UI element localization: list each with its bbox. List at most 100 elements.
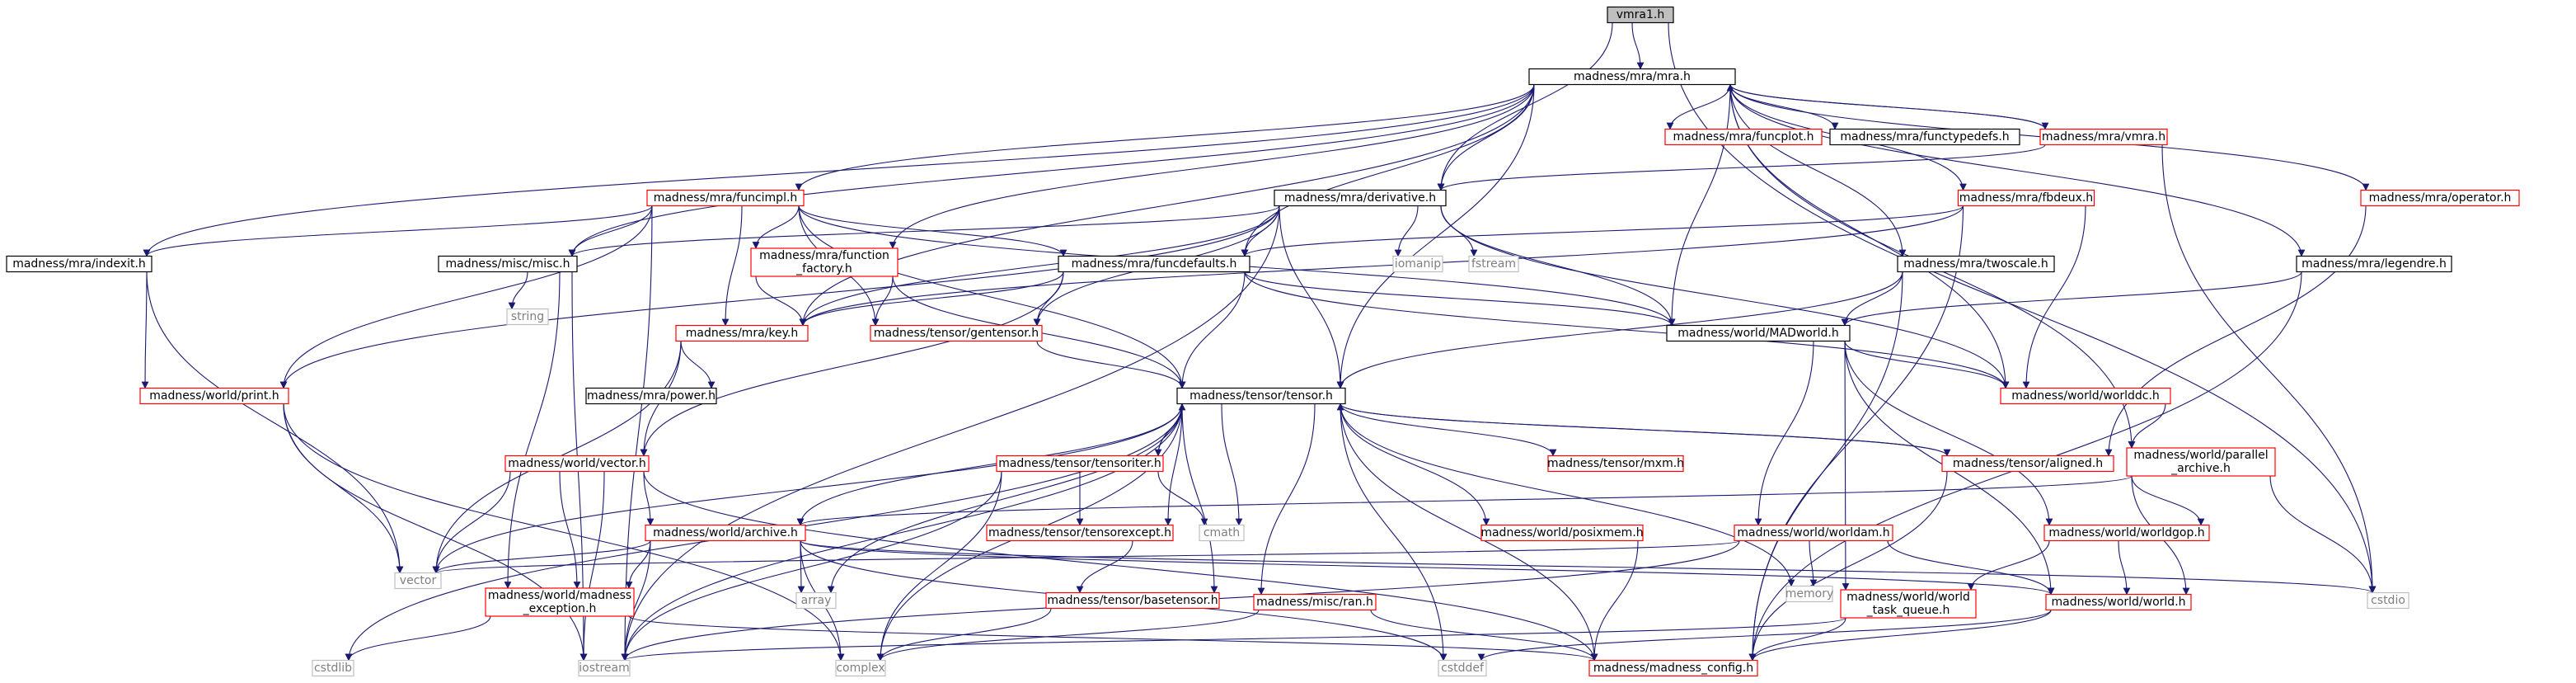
edge-archive-to-vector: [432, 540, 651, 574]
edge-print-to-iostream: [283, 403, 588, 662]
node-misc[interactable]: madness/misc/misc.h: [438, 255, 578, 273]
edge-parallel-archive-to-cstdio: [2269, 475, 2377, 594]
edge-layer: [141, 22, 2377, 662]
edge-mra-to-funcimpl: [795, 84, 1535, 191]
node-madness-exception[interactable]: madness/world/madness_exception.h: [485, 587, 635, 617]
node-gentensor[interactable]: madness/tensor/gentensor.h: [870, 324, 1043, 342]
edge-function-factory-to-gentensor: [871, 276, 894, 327]
node-box: [1734, 524, 1893, 542]
node-box: [1785, 585, 1833, 603]
node-cstdlib: cstdlib: [312, 659, 354, 677]
edge-derivative-to-key: [799, 205, 1280, 327]
node-label: madness/world/worldam.h: [1737, 526, 1889, 539]
node-label: madness/mra/funcplot.h: [1673, 130, 1814, 144]
node-mra[interactable]: madness/mra/mra.h: [1528, 68, 1736, 86]
edge-legendre-to-MADworld: [1841, 271, 2302, 327]
node-box: [1666, 324, 1851, 342]
node-MADworld[interactable]: madness/world/MADworld.h: [1666, 324, 1851, 342]
node-key[interactable]: madness/mra/key.h: [675, 324, 809, 342]
edge-indexit-to-vector: [146, 271, 404, 574]
node-label: madness/tensor/aligned.h: [1953, 457, 2103, 470]
node-funcdefaults[interactable]: madness/mra/funcdefaults.h: [1058, 255, 1250, 273]
edge-aligned-to-tensor: [1336, 403, 1948, 456]
node-tensorexcept[interactable]: madness/tensor/tensorexcept.h: [986, 524, 1174, 542]
edge-mra-to-key: [799, 84, 1535, 327]
edge-funcdefaults-to-gentensor: [1033, 271, 1064, 327]
node-madness-config[interactable]: madness/madness_config.h: [1588, 659, 1758, 677]
node-vmra1[interactable]: vmra1.h: [1607, 6, 1674, 24]
node-box: [1897, 255, 2055, 273]
node-box: [2000, 387, 2171, 405]
edge-madness-exception-to-madness-config: [628, 615, 1598, 662]
node-derivative[interactable]: madness/mra/derivative.h: [1274, 189, 1447, 207]
edge-fbdeux-to-funcdefaults: [1241, 205, 1964, 257]
node-label: madness/world/madness_exception.h: [488, 589, 631, 615]
node-vector-h[interactable]: madness/world/vector.h: [504, 455, 650, 473]
node-legendre[interactable]: madness/mra/legendre.h: [2296, 255, 2452, 273]
node-function-factory[interactable]: madness/mra/function_factory.h: [750, 247, 899, 277]
node-indexit[interactable]: madness/mra/indexit.h: [6, 255, 152, 273]
node-fbdeux[interactable]: madness/mra/fbdeux.h: [1957, 189, 2095, 207]
node-label: cstdlib: [314, 662, 352, 675]
edge-parallel-archive-to-worldgop: [2131, 475, 2205, 526]
node-box: [675, 324, 809, 342]
edge-MADworld-to-worldgop: [1844, 341, 2053, 526]
edge-tensor-to-cstddef: [1340, 403, 1448, 662]
node-tensor[interactable]: madness/tensor/tensor.h: [1176, 387, 1346, 405]
node-vmra[interactable]: madness/mra/vmra.h: [2039, 128, 2168, 146]
node-archive[interactable]: madness/world/archive.h: [645, 524, 806, 542]
node-box: [1607, 6, 1674, 24]
node-string: string: [506, 308, 549, 326]
edge-mra-to-functypedefs: [1729, 84, 1839, 130]
node-label: fstream: [1471, 257, 1516, 271]
edge-madness-exception-to-cstdlib: [345, 615, 491, 662]
edge-derivative-to-misc: [568, 205, 1280, 257]
node-worldam[interactable]: madness/world/worldam.h: [1734, 524, 1893, 542]
node-operator[interactable]: madness/mra/operator.h: [2360, 189, 2520, 207]
edge-derivative-to-tensor: [1279, 205, 1344, 389]
node-aligned[interactable]: madness/tensor/aligned.h: [1941, 455, 2114, 473]
node-cstdio: cstdio: [2367, 591, 2409, 610]
edge-vector-h-to-madness-exception: [559, 471, 581, 589]
node-worlddc[interactable]: madness/world/worlddc.h: [2000, 387, 2171, 405]
node-world-task-queue[interactable]: madness/world/world_task_queue.h: [1840, 589, 1977, 619]
edge-worldam-to-memory: [1809, 540, 1818, 587]
edge-worldam-to-world: [1887, 540, 2055, 596]
node-label: vector: [400, 574, 437, 587]
node-tensoriter[interactable]: madness/tensor/tensoriter.h: [996, 455, 1164, 473]
edge-derivative-to-iomanip: [1394, 205, 1419, 257]
edge-archive-to-iostream: [621, 540, 651, 662]
node-iostream: iostream: [578, 659, 631, 677]
node-worldgop[interactable]: madness/world/worldgop.h: [2043, 524, 2210, 542]
edge-mra-to-derivative: [1437, 84, 1535, 191]
node-label: madness/madness_config.h: [1593, 662, 1753, 675]
edge-archive-to-world: [800, 540, 2055, 596]
node-box: [1468, 255, 1519, 273]
node-functypedefs[interactable]: madness/mra/functypedefs.h: [1829, 128, 2020, 146]
node-power[interactable]: madness/mra/power.h: [585, 387, 717, 405]
node-funcplot[interactable]: madness/mra/funcplot.h: [1664, 128, 1823, 146]
node-mxm[interactable]: madness/tensor/mxm.h: [1547, 455, 1684, 473]
edge-funcimpl-to-tensor: [798, 205, 1186, 389]
node-basetensor[interactable]: madness/tensor/basetensor.h: [1045, 591, 1220, 610]
node-label: cmath: [1204, 526, 1240, 539]
node-world[interactable]: madness/world/world.h: [2045, 593, 2192, 611]
node-box: [1957, 189, 2095, 207]
node-twoscale[interactable]: madness/mra/twoscale.h: [1897, 255, 2055, 273]
node-fstream: fstream: [1468, 255, 1519, 273]
node-parallel-archive[interactable]: madness/world/parallel_archive.h: [2126, 447, 2276, 477]
node-posixmem[interactable]: madness/world/posixmem.h: [1480, 524, 1644, 542]
node-ran[interactable]: madness/misc/ran.h: [1253, 593, 1377, 611]
node-box: [2296, 255, 2452, 273]
node-box: [1392, 255, 1443, 273]
node-box: [1274, 189, 1447, 207]
node-label: madness/world/worlddc.h: [2011, 389, 2160, 403]
node-print[interactable]: madness/world/print.h: [139, 387, 289, 405]
node-funcimpl[interactable]: madness/mra/funcimpl.h: [646, 189, 805, 207]
edge-ran-to-madness-config: [1370, 610, 1598, 662]
edge-vmra1-to-cstdio: [1668, 22, 2377, 594]
node-box: [394, 572, 442, 590]
node-box: [438, 255, 578, 273]
node-label: madness/world/MADworld.h: [1677, 327, 1838, 340]
edge-tensor-to-posixmem: [1340, 403, 1490, 526]
